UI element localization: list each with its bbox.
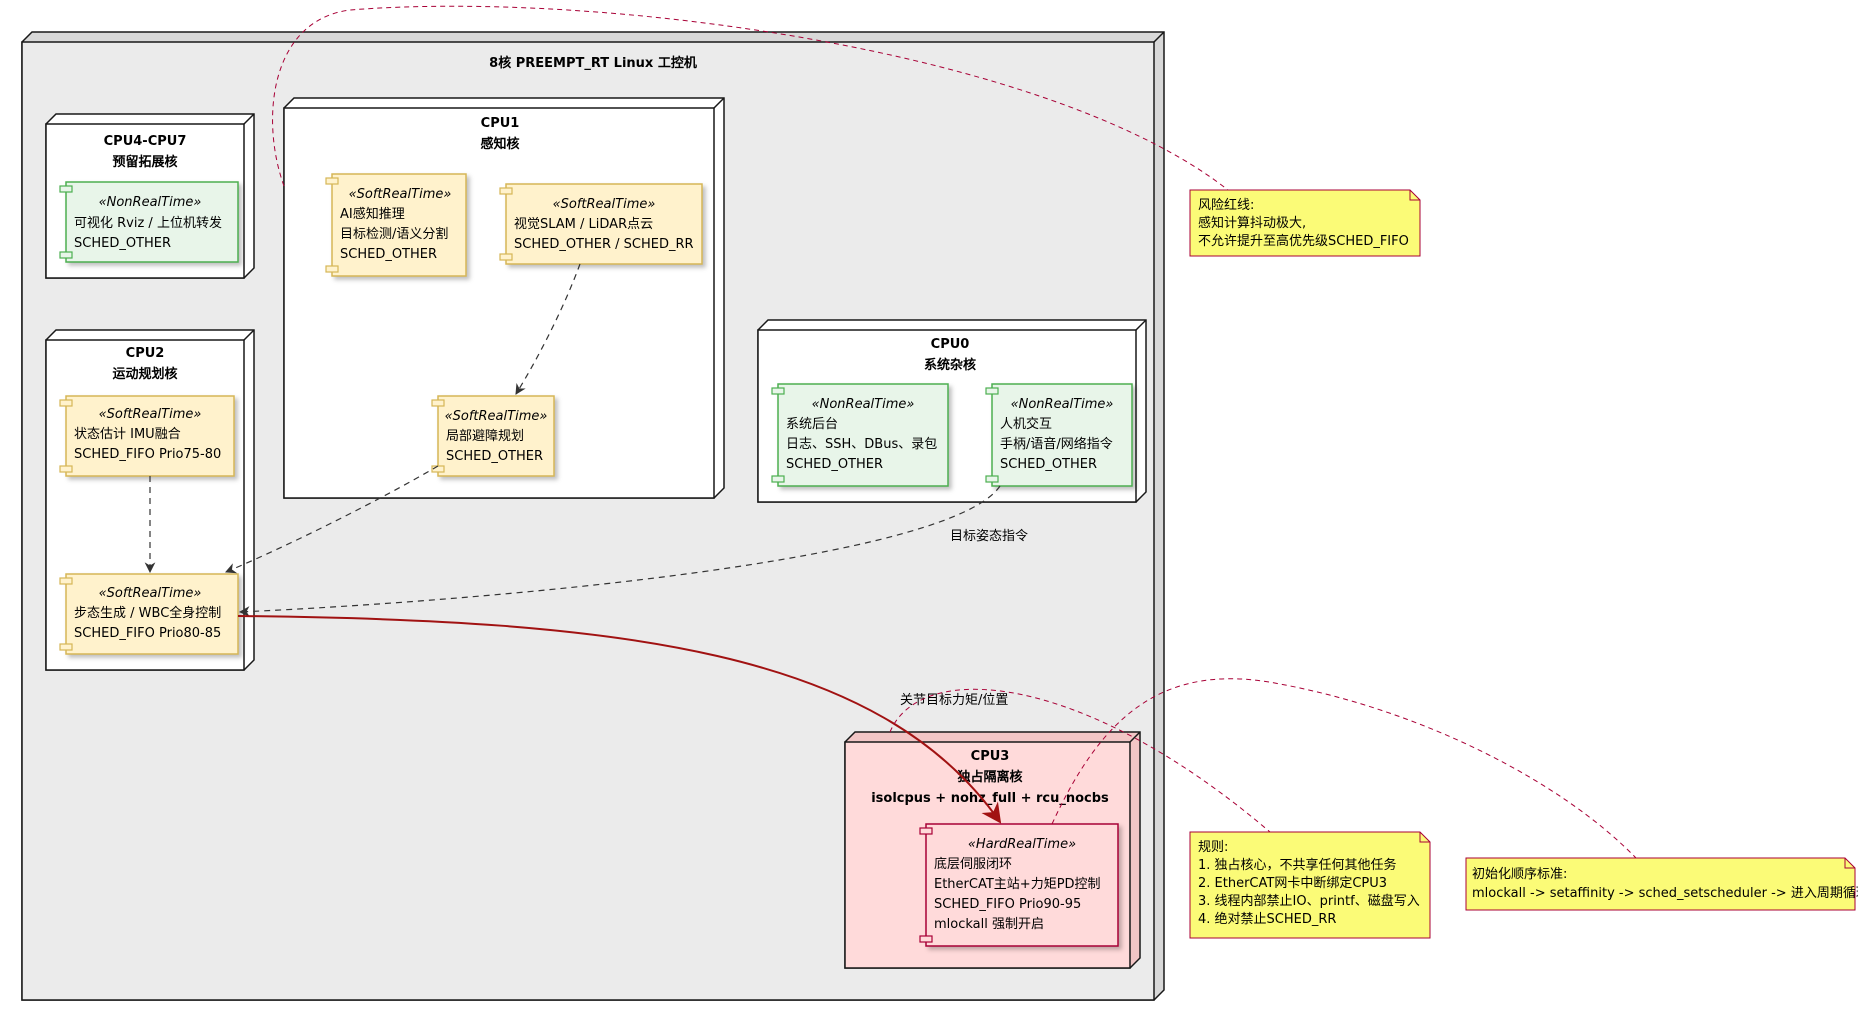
- note-line: 不允许提升至高优先级SCHED_FIFO: [1198, 233, 1409, 249]
- component-line: mlockall 强制开启: [934, 917, 1044, 932]
- node-subtitle: 系统杂核: [924, 357, 976, 373]
- component-line: SCHED_OTHER: [340, 247, 437, 262]
- node-subtitle: 运动规划核: [112, 366, 177, 382]
- note-line: 初始化顺序标准:: [1472, 867, 1567, 882]
- component-line: SCHED_FIFO Prio90-95: [934, 897, 1081, 912]
- note-link-risk: [272, 5, 1229, 191]
- stereotype: «SoftRealTime»: [553, 197, 656, 212]
- node-title: CPU2: [126, 346, 165, 361]
- component-gait: «SoftRealTime» 步态生成 / WBC全身控制 SCHED_FIFO…: [59, 573, 239, 655]
- note-line: 风险红线:: [1198, 197, 1254, 213]
- stereotype: «SoftRealTime»: [99, 407, 202, 422]
- component-line: 手柄/语音/网络指令: [1000, 436, 1113, 452]
- component-line: 人机交互: [1000, 416, 1052, 432]
- component-line: EtherCAT主站+力矩PD控制: [934, 877, 1101, 892]
- component-line: SCHED_OTHER: [74, 236, 171, 251]
- stereotype: «SoftRealTime»: [99, 586, 202, 601]
- stereotype: «NonRealTime»: [1011, 397, 1114, 412]
- note-line: 4. 绝对禁止SCHED_RR: [1198, 911, 1336, 927]
- arrow-gait-to-servo: [237, 615, 1002, 824]
- stereotype: «NonRealTime»: [812, 397, 915, 412]
- component-ai: «SoftRealTime» AI感知推理 目标检测/语义分割 SCHED_OT…: [325, 173, 467, 277]
- node-subtitle: 独占隔离核: [957, 769, 1022, 785]
- component-line: SCHED_OTHER: [1000, 457, 1097, 472]
- node-title: CPU3: [971, 749, 1010, 764]
- component-line: 视觉SLAM / LiDAR点云: [514, 217, 653, 232]
- stereotype: «HardRealTime»: [968, 837, 1076, 852]
- component-line: 可视化 Rviz / 上位机转发: [74, 215, 222, 231]
- node-subtitle: 感知核: [480, 136, 519, 152]
- stereotype: «SoftRealTime»: [445, 409, 548, 424]
- component-state: «SoftRealTime» 状态估计 IMU融合 SCHED_FIFO Pri…: [59, 395, 235, 477]
- component-slam: «SoftRealTime» 视觉SLAM / LiDAR点云 SCHED_OT…: [499, 183, 703, 265]
- component-line: 局部避障规划: [446, 429, 524, 444]
- node-title: CPU0: [931, 337, 970, 352]
- component-viz: «NonRealTime» 可视化 Rviz / 上位机转发 SCHED_OTH…: [59, 181, 239, 263]
- node-title: CPU4-CPU7: [104, 134, 187, 149]
- edge-label-target-pose: 目标姿态指令: [950, 528, 1028, 544]
- component-line: 系统后台: [786, 417, 838, 432]
- note-line: 3. 线程内部禁止IO、printf、磁盘写入: [1198, 893, 1420, 909]
- arrow-slam-to-avoid: [515, 263, 581, 395]
- component-line: 状态估计 IMU融合: [74, 427, 181, 442]
- component-line: 底层伺服闭环: [934, 856, 1012, 872]
- component-avoid: «SoftRealTime» 局部避障规划 SCHED_OTHER: [431, 395, 555, 477]
- stereotype: «SoftRealTime»: [349, 187, 452, 202]
- component-line: SCHED_OTHER: [786, 457, 883, 472]
- note-line: 2. EtherCAT网卡中断绑定CPU3: [1198, 876, 1387, 891]
- component-line: 目标检测/语义分割: [340, 226, 448, 242]
- note-init: 初始化顺序标准: mlockall -> setaffinity -> sche…: [1465, 857, 1858, 911]
- note-line: 感知计算抖动极大,: [1198, 215, 1306, 231]
- edge-label-joint-torque: 关节目标力矩/位置: [900, 693, 1008, 708]
- note-risk: 风险红线: 感知计算抖动极大, 不允许提升至高优先级SCHED_FIFO: [1189, 189, 1421, 257]
- component-line: AI感知推理: [340, 206, 405, 222]
- note-line: 规则:: [1198, 840, 1228, 855]
- note-link-rules: [889, 688, 1271, 833]
- note-rules: 规则: 1. 独占核心，不共享任何其他任务 2. EtherCAT网卡中断绑定C…: [1189, 831, 1431, 939]
- host-title: 8核 PREEMPT_RT Linux 工控机: [489, 55, 697, 71]
- component-hmi: «NonRealTime» 人机交互 手柄/语音/网络指令 SCHED_OTHE…: [985, 383, 1133, 487]
- stereotype: «NonRealTime»: [99, 195, 202, 210]
- component-servo: «HardRealTime» 底层伺服闭环 EtherCAT主站+力矩PD控制 …: [919, 823, 1119, 947]
- component-line: SCHED_OTHER: [446, 449, 543, 464]
- node-subtitle: 预留拓展核: [112, 154, 177, 170]
- component-line: 步态生成 / WBC全身控制: [74, 605, 221, 621]
- note-line: mlockall -> setaffinity -> sched_setsche…: [1472, 886, 1858, 901]
- component-line: SCHED_OTHER / SCHED_RR: [514, 237, 694, 252]
- component-line: SCHED_FIFO Prio80-85: [74, 626, 221, 641]
- node-title: CPU1: [481, 116, 520, 131]
- component-line: 日志、SSH、DBus、录包: [786, 437, 937, 452]
- component-line: SCHED_FIFO Prio75-80: [74, 447, 221, 462]
- node-subtitle-2: isolcpus + nohz_full + rcu_nocbs: [871, 791, 1109, 806]
- note-line: 1. 独占核心，不共享任何其他任务: [1198, 857, 1397, 873]
- component-sys: «NonRealTime» 系统后台 日志、SSH、DBus、录包 SCHED_…: [771, 383, 949, 487]
- arrow-avoid-to-gait: [225, 465, 439, 574]
